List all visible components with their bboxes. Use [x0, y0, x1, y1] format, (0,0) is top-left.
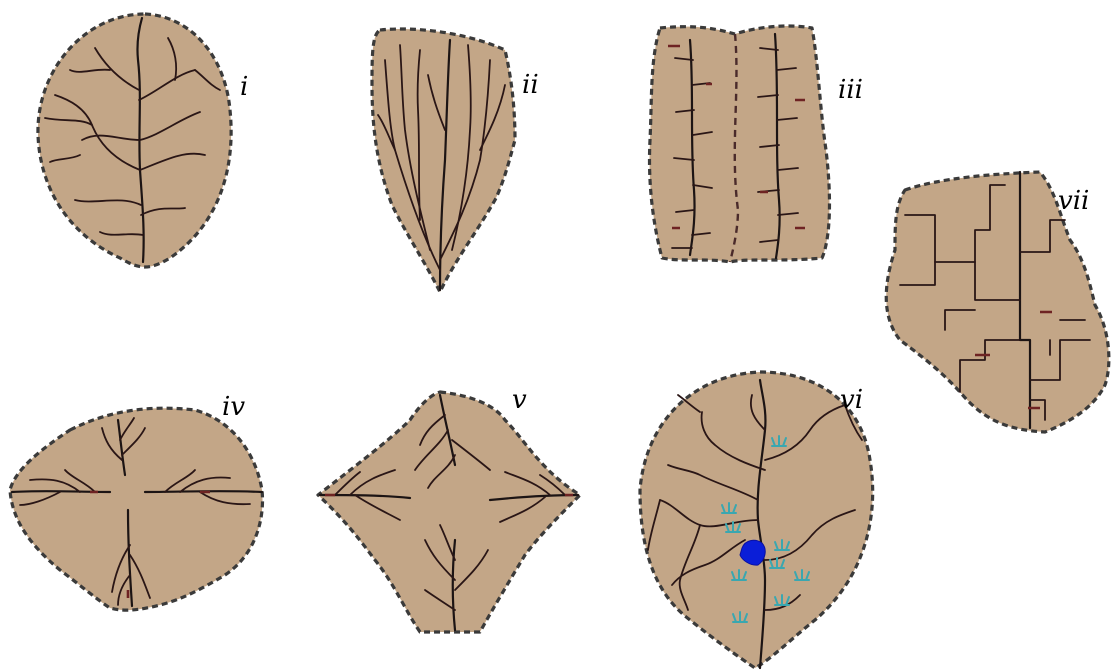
label-vii: vii — [1058, 188, 1089, 214]
basin-v-outline — [318, 392, 580, 632]
label-v: v — [512, 387, 527, 413]
basin-i — [38, 14, 231, 267]
basin-v — [318, 392, 580, 632]
basin-iii — [650, 26, 830, 262]
label-vi: vi — [840, 387, 863, 413]
basin-ii — [372, 29, 515, 292]
basin-iv-outline — [10, 408, 263, 610]
basin-vi — [640, 372, 873, 668]
basin-iii-outline — [650, 26, 830, 262]
label-i: i — [240, 74, 248, 100]
label-iv: iv — [222, 394, 245, 420]
basin-iv — [10, 408, 263, 610]
label-iii: iii — [838, 77, 863, 103]
label-ii: ii — [522, 72, 539, 98]
